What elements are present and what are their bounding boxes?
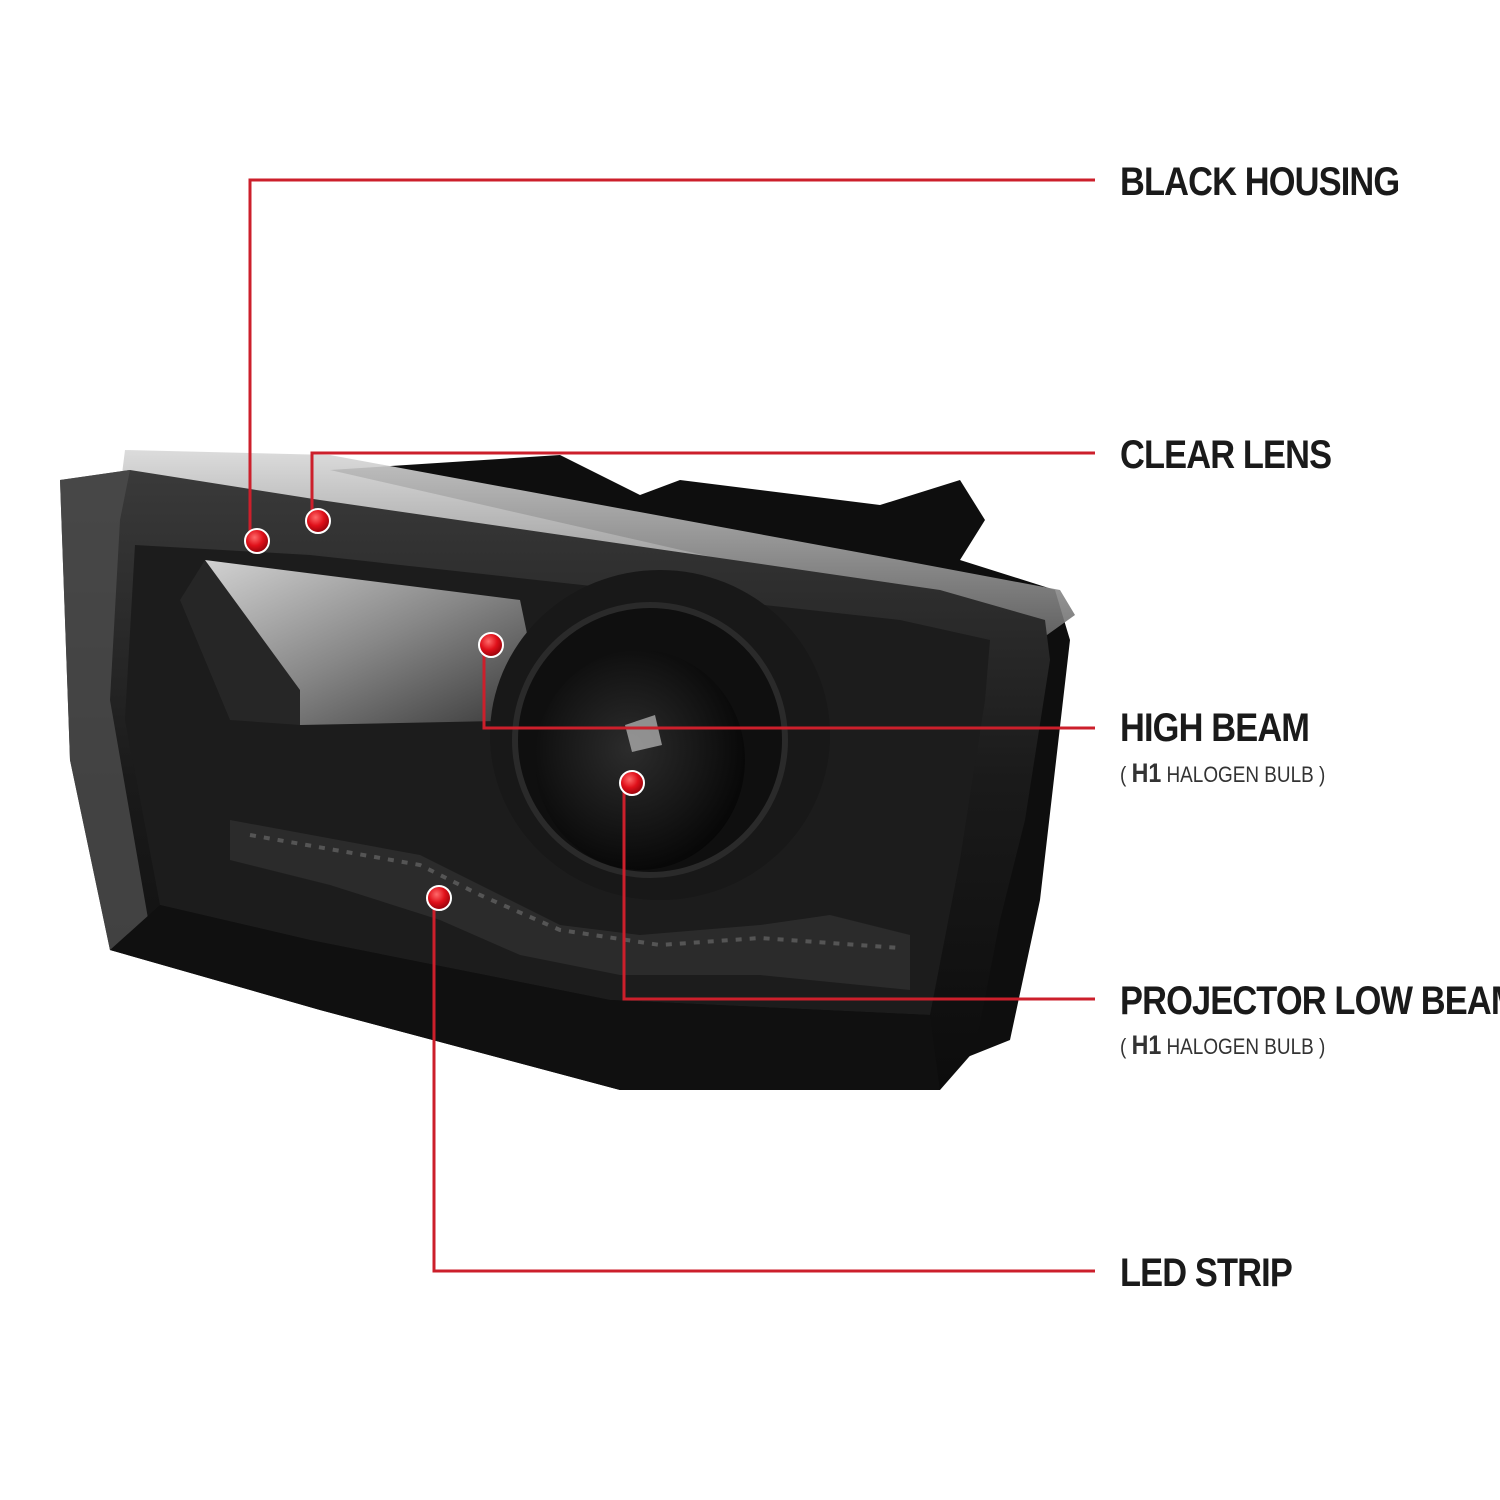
projector-bulb-open: ( [1120,1034,1127,1059]
high-beam-label: HIGH BEAM [1120,706,1310,750]
led-texture [249,833,901,950]
projector-low-beam-bulb-note: ( H1 HALOGEN BULB ) [1120,1030,1325,1061]
black-housing-label: BLACK HOUSING [1120,160,1400,204]
projector-bulb-type: H1 [1131,1030,1162,1060]
high-beam-bulb-note: ( H1 HALOGEN BULB ) [1120,758,1325,789]
headlight-image [60,450,1075,1090]
callout-dots [244,508,645,911]
black-housing-line [248,178,1095,540]
projector-low-beam-line [622,785,1095,1001]
led-strip-line [432,898,1095,1273]
high-beam-bulb-kind: HALOGEN BULB [1166,762,1314,787]
lower-lip [110,905,940,1090]
callout-lines [248,178,1095,1273]
led-strip-dot [426,885,452,911]
high-beam-bulb-close: ) [1318,762,1326,787]
projector-highlight [625,715,662,752]
projector-lens [535,650,745,870]
led-channel [230,820,910,990]
high-beam-reflector-shade [180,560,300,725]
clear-lens-label: CLEAR LENS [1120,433,1332,477]
projector-bulb-kind: HALOGEN BULB [1166,1034,1314,1059]
projector-bulb-close: ) [1318,1034,1326,1059]
projector-low-beam-dot [619,770,645,796]
projector-low-beam-label: PROJECTOR LOW BEAM [1120,979,1500,1023]
clear-lens-line [310,451,1095,520]
clear-lens-edge [60,470,150,950]
clear-lens-dot [305,508,331,534]
high-beam-bulb-type: H1 [1131,758,1162,788]
high-beam-dot [478,632,504,658]
black-housing-dot [244,528,270,554]
high-beam-bulb-open: ( [1120,762,1127,787]
high-beam-line [482,645,1095,730]
led-strip-label: LED STRIP [1120,1251,1293,1295]
